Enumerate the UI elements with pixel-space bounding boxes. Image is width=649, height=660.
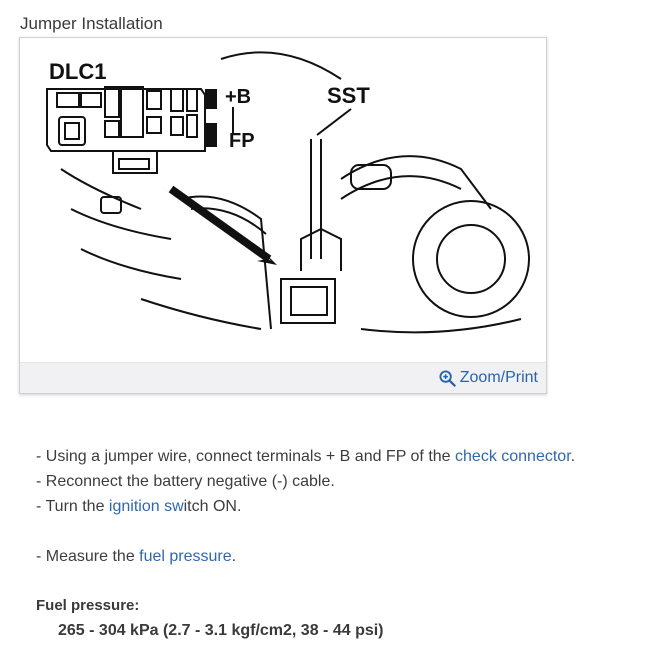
spec-value: 265 - 304 kPa (2.7 - 3.1 kgf/cm2, 38 - 4… <box>58 622 384 639</box>
dlc1-label: DLC1 <box>49 59 106 84</box>
fuel-pressure-link[interactable]: fuel pressure <box>139 548 232 565</box>
figure-card: DLC1 +B FP SST Zoom/Print <box>19 37 547 394</box>
step-item: - Using a jumper wire, connect terminals… <box>36 448 576 465</box>
step-spacer <box>36 519 575 544</box>
zoom-print-link[interactable]: Zoom/Print <box>439 369 538 387</box>
figure-title: Jumper Installation <box>20 14 163 33</box>
step-item: - Measure the fuel pressure. <box>36 548 237 565</box>
step-item: - Reconnect the battery negative (-) cab… <box>36 473 335 490</box>
sst-label: SST <box>327 83 370 108</box>
zoom-print-label: Zoom/Print <box>459 369 538 386</box>
spec-label: Fuel pressure: <box>36 597 140 614</box>
zoom-bar: Zoom/Print <box>20 362 546 393</box>
jumper-installation-diagram[interactable]: DLC1 +B FP SST <box>21 39 545 362</box>
ignition-switch-link[interactable]: ignition sw <box>108 498 184 515</box>
step-item: - Turn the ignition switch ON. <box>36 498 242 515</box>
fp-label: FP <box>229 130 255 152</box>
plus-b-label: +B <box>225 86 251 108</box>
magnifier-plus-icon <box>439 369 456 387</box>
check-connector-link[interactable]: check connector <box>455 448 571 465</box>
procedure-steps: - Using a jumper wire, connect terminals… <box>36 444 575 569</box>
